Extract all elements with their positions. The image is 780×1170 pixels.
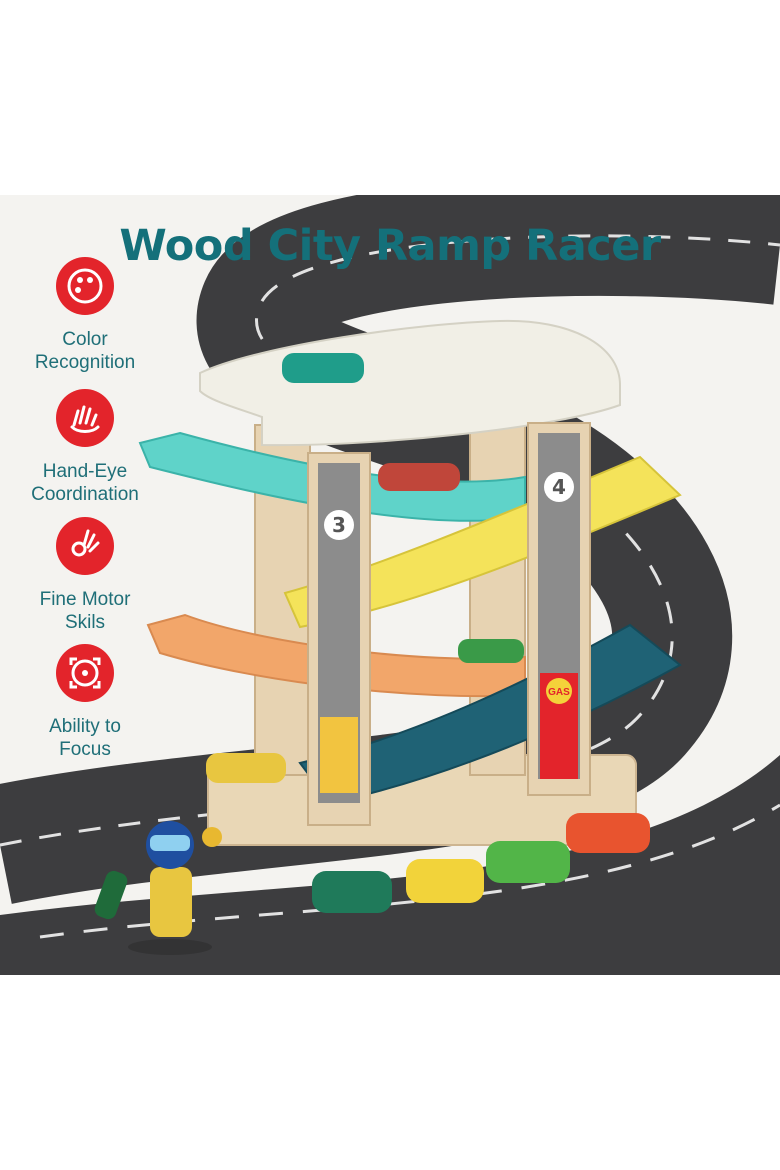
feature-line1: Fine Motor: [39, 589, 131, 610]
right-pillar-number-disc: [544, 472, 574, 502]
racer-figure: [94, 821, 222, 955]
right-pillar-number: 4: [552, 475, 566, 499]
feature-hand-eye: Hand-Eye Coordination: [0, 387, 170, 506]
top-platform: [199, 319, 621, 447]
feature-color-recognition: Color Recognition: [0, 255, 170, 374]
feature-fine-motor: Fine Motor Skils: [0, 515, 170, 634]
feature-line1: Color: [62, 329, 108, 350]
feature-line2: Recognition: [34, 352, 136, 373]
grab-hand-icon: [56, 389, 114, 447]
green-car-orange-ramp: [458, 639, 524, 663]
left-pillar-number-disc: [324, 510, 354, 540]
left-pillar-number: 3: [332, 513, 346, 537]
feature-line1: Hand-Eye: [42, 461, 128, 482]
target-icon: [56, 644, 114, 702]
feature-line2: Focus: [59, 739, 111, 760]
yellow-car-road: [406, 859, 484, 903]
red-car-teal-ramp: [378, 463, 460, 491]
gas-sign-disc: [546, 678, 572, 704]
orange-car-road: [566, 813, 650, 853]
feature-ability-focus: Ability to Focus: [0, 642, 170, 761]
product-title: Wood City Ramp Racer: [119, 221, 661, 271]
feature-line2: Skils: [64, 612, 106, 633]
palette-icon: [56, 257, 114, 315]
green-car-road: [312, 871, 392, 913]
wrench-sign: [320, 717, 358, 793]
teal-car-top: [282, 353, 364, 383]
gas-sign-label: GAS: [548, 687, 570, 698]
feature-line2: Coordination: [31, 484, 139, 505]
ok-hand-icon: [56, 517, 114, 575]
product-image: 3 4 GAS Wood City Ramp Racer: [0, 195, 780, 975]
yellow-car-base: [206, 753, 286, 783]
lime-car-road: [486, 841, 570, 883]
feature-line1: Ability to: [49, 716, 121, 737]
ramp-racer-illustration: 3 4 GAS: [0, 195, 780, 975]
